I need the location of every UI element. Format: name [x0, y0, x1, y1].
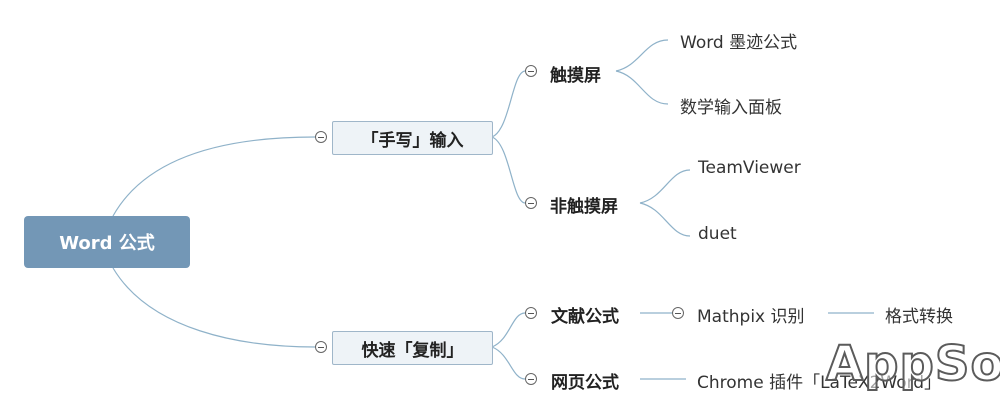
leaf-node-duet[interactable]: duet: [698, 224, 737, 244]
collapse-sub-web-icon[interactable]: [525, 373, 537, 385]
leaf-label: TeamViewer: [698, 158, 801, 178]
branch-node-quick-copy[interactable]: 快速「复制」: [332, 331, 493, 365]
leaf-node-chrome-plugin[interactable]: Chrome 插件「LaTeX2Word」: [697, 368, 941, 393]
sub-node-touchscreen[interactable]: 触摸屏: [550, 61, 601, 86]
sub-label: 非触摸屏: [550, 197, 618, 217]
sub-label: 网页公式: [551, 373, 619, 393]
leaf-label: 数学输入面板: [680, 98, 782, 118]
sub-node-web-equations[interactable]: 网页公式: [551, 368, 619, 393]
connector-sub1-leaf1: [615, 39, 669, 72]
collapse-sub-touchscreen-icon[interactable]: [525, 65, 537, 77]
connector-root-branch-2: [112, 267, 316, 348]
collapse-sub-literature-icon[interactable]: [525, 307, 537, 319]
leaf-node-teamviewer[interactable]: TeamViewer: [698, 158, 801, 178]
sub-label: 文献公式: [551, 307, 619, 327]
branch-label: 「手写」输入: [361, 130, 464, 151]
leaf-node-mathpix[interactable]: Mathpix 识别: [697, 302, 805, 327]
leaf-label: Chrome 插件「LaTeX2Word」: [697, 373, 942, 393]
connector-branch1-sub2: [491, 136, 526, 204]
root-label: Word 公式: [59, 233, 155, 254]
leaf-node-ink-equation[interactable]: Word 墨迹公式: [680, 28, 797, 53]
branch-label: 快速「复制」: [361, 340, 464, 361]
connector-branch1-sub1: [491, 70, 526, 138]
branch-node-handwriting[interactable]: 「手写」输入: [332, 121, 493, 155]
root-node[interactable]: Word 公式: [24, 216, 190, 268]
connector-sub2-leaf2: [639, 202, 691, 237]
collapse-sub-non-touchscreen-icon[interactable]: [525, 197, 537, 209]
sub-label: 触摸屏: [550, 66, 601, 86]
connector-sub2-leaf1: [639, 169, 691, 204]
connector-branch2-sub1: [491, 312, 526, 348]
collapse-leaf-mathpix-icon[interactable]: [672, 307, 684, 319]
leaf-node-format-conversion[interactable]: 格式转换: [885, 302, 953, 327]
leaf-node-math-input-panel[interactable]: 数学输入面板: [680, 93, 782, 118]
connector-root-branch-1: [112, 136, 316, 217]
leaf-label: 格式转换: [885, 307, 953, 327]
connector-sub1-leaf2: [615, 70, 669, 105]
collapse-branch-1-icon[interactable]: [315, 131, 327, 143]
sub-node-literature-equations[interactable]: 文献公式: [551, 302, 619, 327]
appso-watermark: AppSo: [825, 335, 1000, 393]
leaf-label: Mathpix 识别: [697, 307, 805, 327]
sub-node-non-touchscreen[interactable]: 非触摸屏: [550, 192, 618, 217]
leaf-label: Word 墨迹公式: [680, 33, 798, 53]
connector-branch2-sub2: [491, 346, 526, 380]
leaf-label: duet: [698, 224, 737, 244]
collapse-branch-2-icon[interactable]: [315, 341, 327, 353]
